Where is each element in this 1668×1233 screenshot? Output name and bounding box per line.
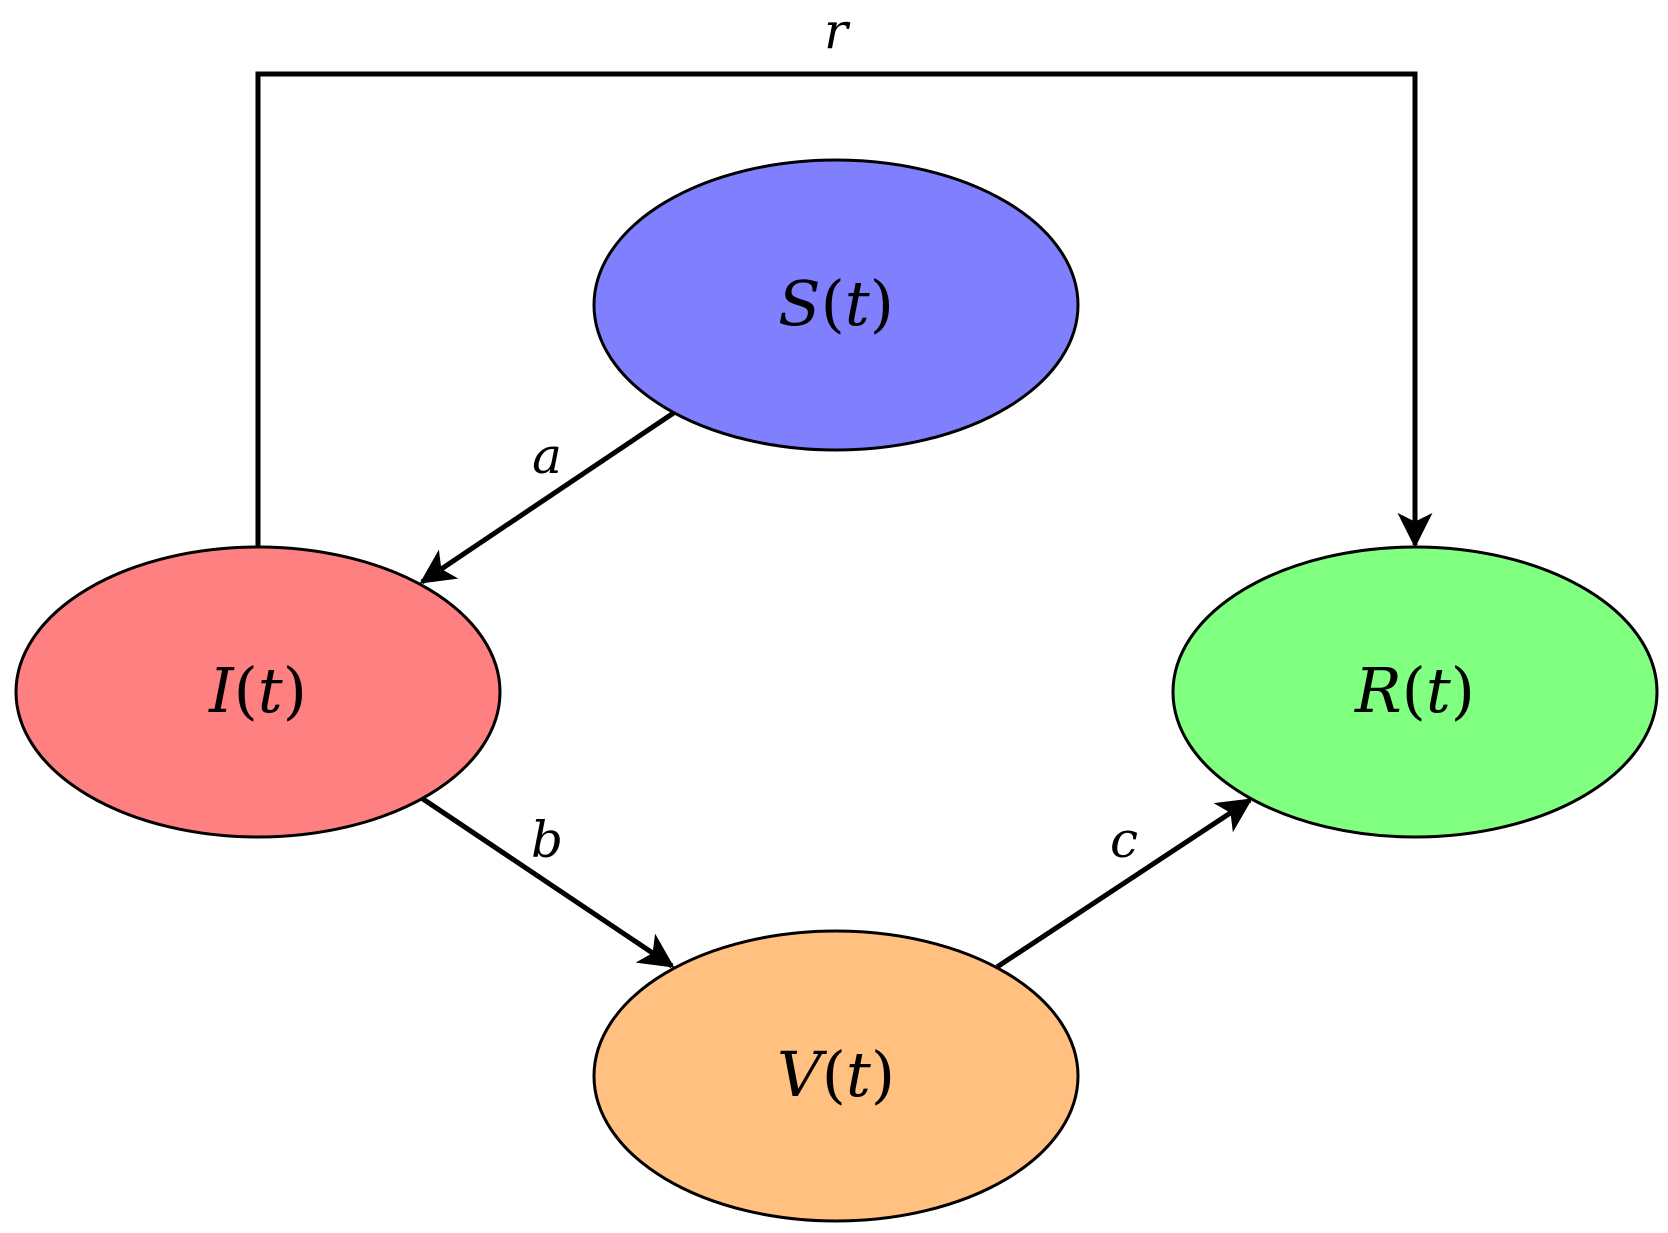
edge-b-label: b bbox=[531, 811, 563, 869]
node-r-label: R(t) bbox=[1354, 654, 1475, 727]
node-s-label: S(t) bbox=[778, 267, 894, 340]
edge-a-line bbox=[419, 409, 677, 585]
edge-r-label: r bbox=[824, 2, 851, 60]
edge-b: b bbox=[418, 794, 675, 969]
node-v-label: V(t) bbox=[777, 1038, 895, 1111]
node-s: S(t) bbox=[592, 158, 1080, 452]
edge-r-line bbox=[255, 71, 1433, 548]
node-i: I(t) bbox=[14, 545, 502, 839]
node-i-ellipse bbox=[14, 545, 502, 839]
node-i-label: I(t) bbox=[208, 654, 307, 727]
edge-c: c bbox=[995, 797, 1253, 970]
edge-a-label: a bbox=[532, 427, 562, 485]
edge-b-line bbox=[418, 794, 675, 969]
edge-a: a bbox=[419, 409, 677, 585]
node-s-ellipse bbox=[592, 158, 1080, 452]
edge-r: r bbox=[255, 2, 1433, 548]
node-v: V(t) bbox=[592, 929, 1080, 1223]
node-r: R(t) bbox=[1171, 545, 1659, 839]
node-r-ellipse bbox=[1171, 545, 1659, 839]
node-v-ellipse bbox=[592, 929, 1080, 1223]
edge-c-label: c bbox=[1110, 811, 1138, 869]
edge-c-line bbox=[995, 797, 1253, 970]
